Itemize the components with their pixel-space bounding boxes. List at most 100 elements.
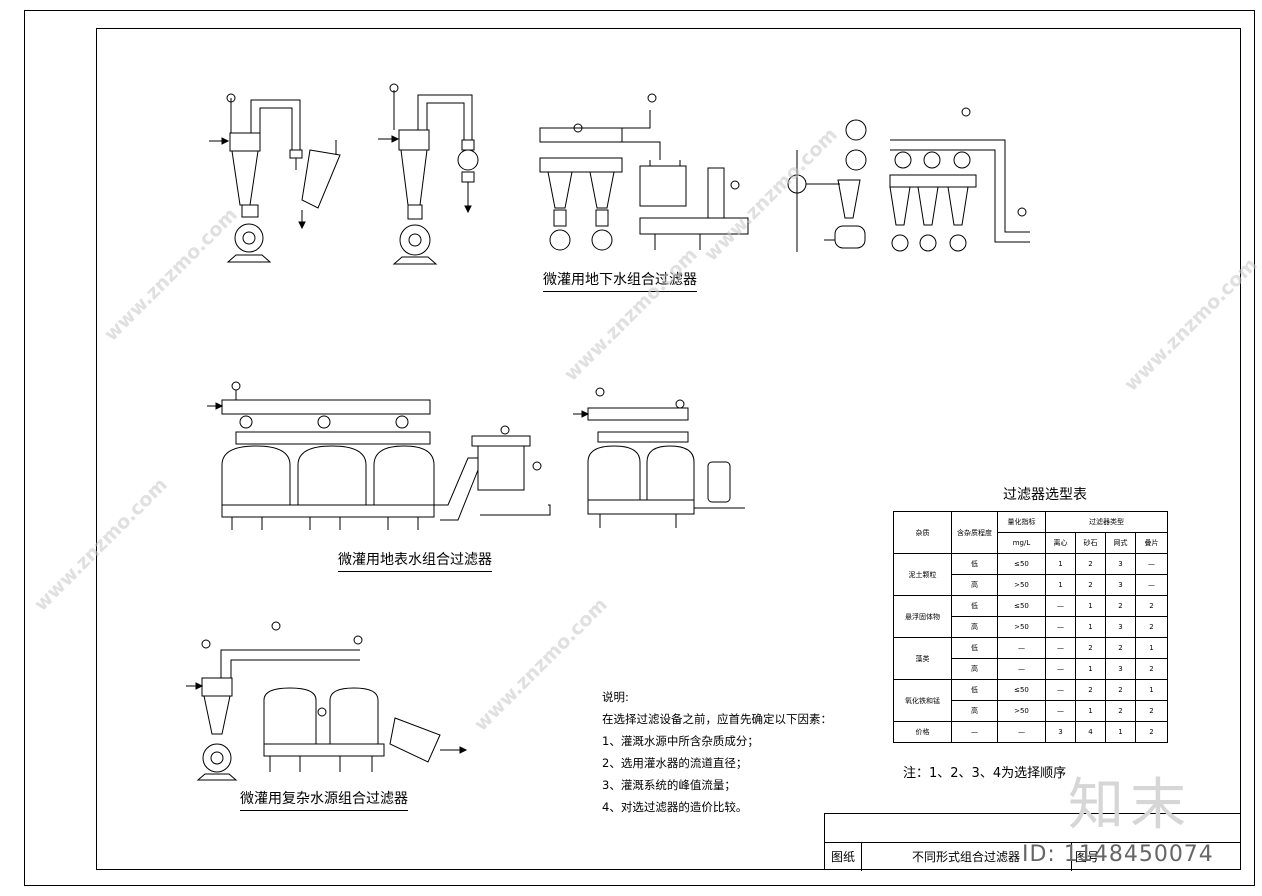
filter-drawing-hydrocyclone-screen bbox=[209, 93, 341, 263]
rank-cell: 1 bbox=[1135, 679, 1168, 701]
drawing-frame bbox=[96, 28, 1241, 870]
filter-drawing-sand-twin bbox=[573, 387, 745, 528]
filter-selection-table: 杂质 含杂质程度 量化指标 过滤器类型 mg/L 离心 砂石 网式 叠片 泥土颗… bbox=[893, 511, 1168, 743]
rank-cell: — bbox=[1045, 679, 1076, 701]
index-cell: >50 bbox=[997, 616, 1046, 638]
index-cell: ≤50 bbox=[997, 679, 1046, 701]
rank-cell: 4 bbox=[1075, 721, 1106, 743]
rank-cell: 2 bbox=[1075, 679, 1106, 701]
level-cell: — bbox=[951, 721, 998, 743]
index-cell: ≤50 bbox=[997, 553, 1046, 575]
index-cell: >50 bbox=[997, 700, 1046, 722]
header-types: 过滤器类型 bbox=[1045, 511, 1168, 533]
watermark-brand: 知末 bbox=[1068, 773, 1192, 838]
rank-cell: 3 bbox=[1105, 616, 1136, 638]
watermark-id: ID: 1148450074 bbox=[1022, 842, 1214, 867]
rank-cell: 1 bbox=[1105, 721, 1136, 743]
impurity-cell: 氧化铁和锰 bbox=[893, 679, 952, 722]
type-name: 离心 bbox=[1045, 532, 1076, 554]
impurity-cell: 泥土颗粒 bbox=[893, 553, 952, 596]
table-row: 高 >50 1 2 3 — bbox=[894, 574, 1168, 596]
rank-cell: — bbox=[1045, 616, 1076, 638]
table-row: 高 >50 — 1 3 2 bbox=[894, 616, 1168, 638]
label-drawing: 图纸 bbox=[825, 843, 862, 871]
rank-cell: 2 bbox=[1135, 595, 1168, 617]
price-label: 价格 bbox=[893, 721, 952, 743]
rank-cell: 1 bbox=[1075, 658, 1106, 680]
rank-cell: 2 bbox=[1105, 679, 1136, 701]
header-index: 量化指标 bbox=[997, 511, 1046, 533]
rank-cell: 3 bbox=[1105, 574, 1136, 596]
level-cell: 低 bbox=[951, 637, 998, 659]
rank-cell: — bbox=[1045, 637, 1076, 659]
impurity-cell: 悬浮固体物 bbox=[893, 595, 952, 638]
notes-item: 4、对选过滤器的造价比较。 bbox=[602, 800, 748, 814]
type-name: 砂石 bbox=[1075, 532, 1106, 554]
rank-cell: 2 bbox=[1105, 700, 1136, 722]
rank-cell: 1 bbox=[1075, 616, 1106, 638]
rank-cell: — bbox=[1045, 700, 1076, 722]
rank-cell: 2 bbox=[1075, 553, 1106, 575]
notes-item: 2、选用灌水器的流道直径； bbox=[602, 756, 748, 770]
filter-drawing-complex bbox=[186, 621, 468, 781]
level-cell: 高 bbox=[951, 700, 998, 722]
index-cell: — bbox=[997, 658, 1046, 680]
rank-cell: 2 bbox=[1135, 721, 1168, 743]
rank-cell: 2 bbox=[1135, 616, 1168, 638]
label-drawing-no: 图号 bbox=[1075, 850, 1100, 864]
header-level: 含杂质程度 bbox=[951, 511, 998, 554]
title-block: 图纸 不同形式组合过滤器 图号 bbox=[824, 813, 1241, 871]
caption-complex: 微灌用复杂水源组合过滤器 bbox=[240, 788, 408, 811]
rank-cell: 1 bbox=[1045, 574, 1076, 596]
rank-cell: 2 bbox=[1135, 658, 1168, 680]
caption-underground: 微灌用地下水组合过滤器 bbox=[543, 269, 697, 292]
notes: 说明: 在选择过滤设备之前，应首先确定以下因素： 1、灌溉水源中所含杂质成分； … bbox=[602, 686, 832, 818]
filter-drawing-twin-hydrocyclone bbox=[539, 93, 749, 251]
rank-cell: 2 bbox=[1075, 637, 1106, 659]
rank-cell: — bbox=[1045, 595, 1076, 617]
notes-intro: 在选择过滤设备之前，应首先确定以下因素： bbox=[602, 712, 832, 726]
rank-cell: 1 bbox=[1075, 595, 1106, 617]
notes-item: 1、灌溉水源中所含杂质成分； bbox=[602, 734, 759, 748]
rank-cell: 2 bbox=[1075, 574, 1106, 596]
rank-cell: 1 bbox=[1135, 637, 1168, 659]
rank-cell: — bbox=[1045, 658, 1076, 680]
table-row: 藻类 低 — — 2 2 1 bbox=[893, 637, 1168, 680]
index-cell: ≤50 bbox=[997, 595, 1046, 617]
rank-cell: 2 bbox=[1135, 700, 1168, 722]
rank-cell: 2 bbox=[1105, 637, 1136, 659]
level-cell: 高 bbox=[951, 574, 998, 596]
caption-surface: 微灌用地表水组合过滤器 bbox=[338, 549, 492, 572]
index-cell: — bbox=[997, 637, 1046, 659]
filter-drawing-sand-triple bbox=[207, 381, 551, 530]
index-cell: — bbox=[997, 721, 1046, 743]
rank-cell: — bbox=[1135, 553, 1168, 575]
header-unit: mg/L bbox=[997, 532, 1046, 554]
rank-cell: 1 bbox=[1045, 553, 1076, 575]
type-name: 网式 bbox=[1105, 532, 1136, 554]
rank-cell: 3 bbox=[1105, 553, 1136, 575]
outer-frame bbox=[24, 10, 1255, 886]
filter-drawing-cyclone-array bbox=[787, 107, 1030, 252]
rank-cell: 2 bbox=[1105, 595, 1136, 617]
rank-cell: — bbox=[1135, 574, 1168, 596]
header-impurity: 杂质 bbox=[893, 511, 952, 554]
rank-cell: 3 bbox=[1045, 721, 1076, 743]
table-row: 高 >50 — 1 2 2 bbox=[894, 700, 1168, 722]
rank-cell: 1 bbox=[1075, 700, 1106, 722]
impurity-cell: 藻类 bbox=[893, 637, 952, 680]
table-row: 氧化铁和锰 低 ≤50 — 2 2 1 bbox=[893, 679, 1168, 722]
table-note: 注：1、2、3、4为选择顺序 bbox=[903, 766, 1067, 781]
title-block-row: 图纸 不同形式组合过滤器 图号 bbox=[825, 842, 1240, 871]
level-cell: 高 bbox=[951, 658, 998, 680]
table-row-price: 价格 — — 3 4 1 2 bbox=[893, 721, 1168, 743]
level-cell: 低 bbox=[951, 595, 998, 617]
table-row: 泥土颗粒 低 ≤50 1 2 3 — bbox=[893, 553, 1168, 596]
level-cell: 低 bbox=[951, 679, 998, 701]
filter-drawing-hydrocyclone-disc bbox=[378, 83, 479, 265]
table-row: 悬浮固体物 低 ≤50 — 1 2 2 bbox=[893, 595, 1168, 638]
level-cell: 低 bbox=[951, 553, 998, 575]
table-title: 过滤器选型表 bbox=[1003, 487, 1087, 503]
type-name: 叠片 bbox=[1135, 532, 1168, 554]
